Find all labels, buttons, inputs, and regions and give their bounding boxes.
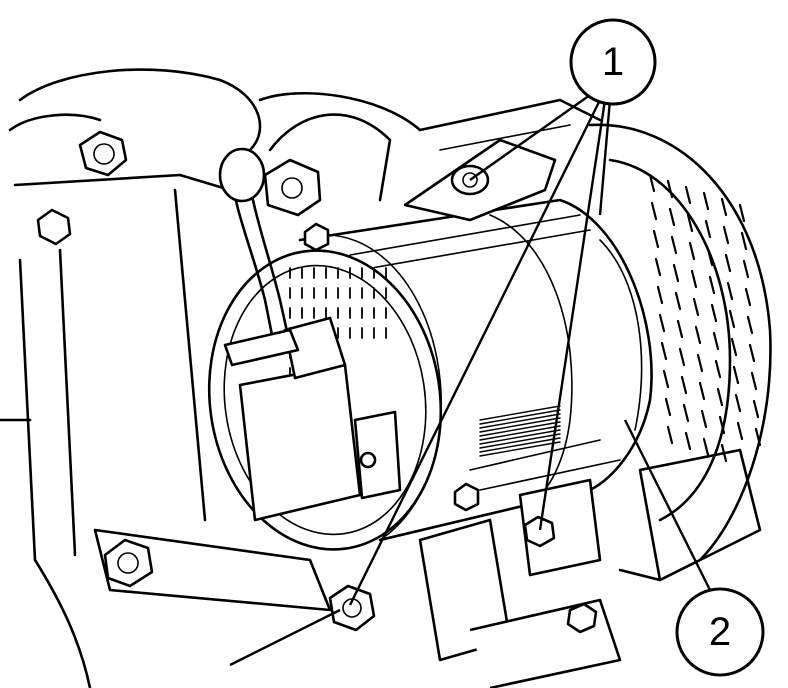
callout-2-label: 2 — [709, 610, 731, 654]
output-cable — [218, 147, 322, 367]
callout-1: 1 — [569, 18, 657, 106]
fan-shroud-vent-slots — [648, 173, 762, 463]
callout-2: 2 — [675, 587, 765, 677]
engine-block-outline — [0, 68, 602, 688]
adjusting-bracket — [303, 138, 557, 252]
upper-left-bolt — [36, 130, 128, 246]
fan-shroud — [588, 123, 772, 582]
callout-leaders — [229, 94, 717, 667]
alternator-body-hatching — [479, 405, 561, 457]
regulator-box — [238, 316, 402, 522]
callout-1-label: 1 — [602, 40, 624, 84]
